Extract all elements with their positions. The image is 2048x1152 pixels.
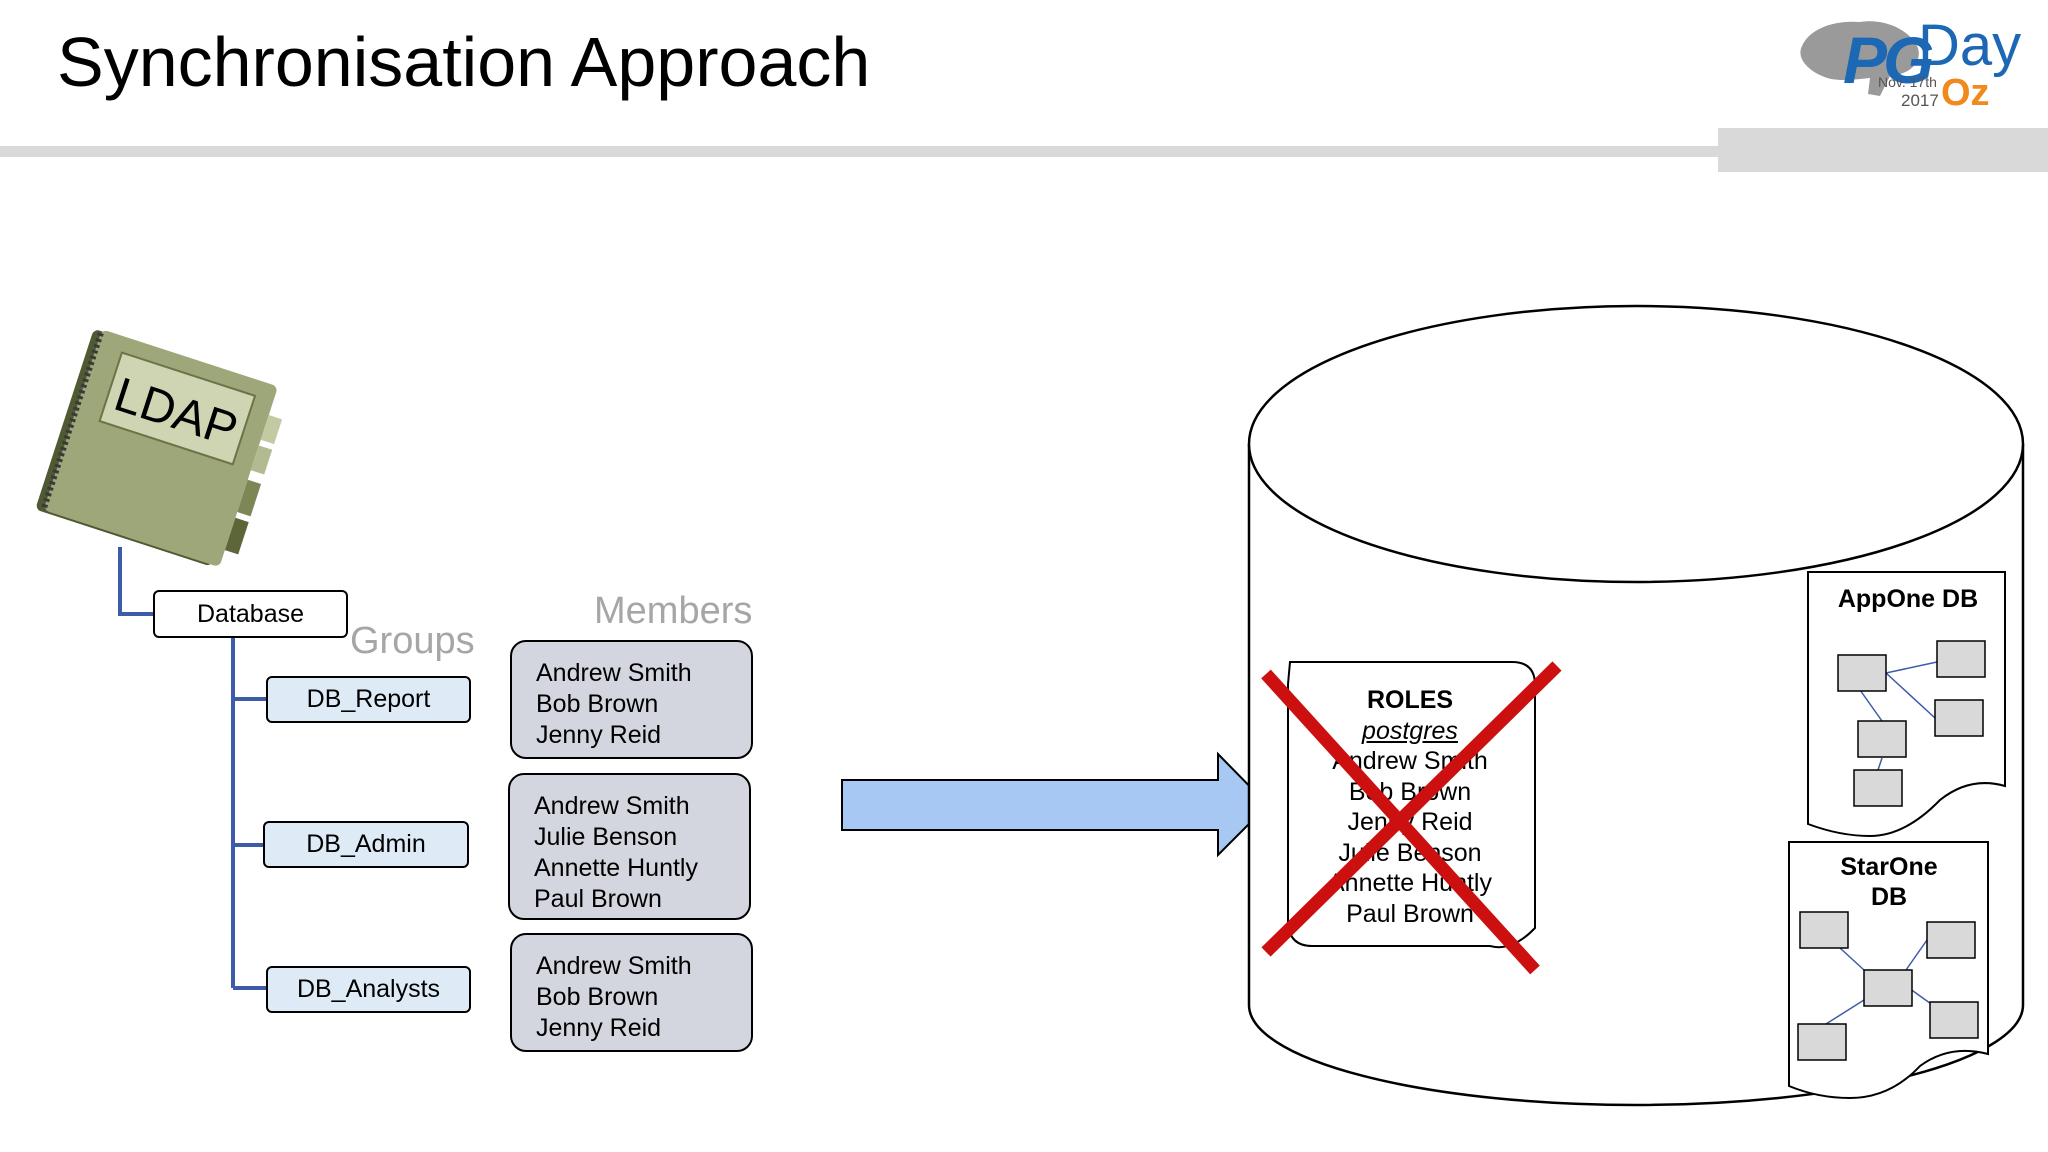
appone-db-schema <box>1859 661 1938 771</box>
groups-heading: Groups <box>350 620 475 662</box>
role-postgres: postgres <box>1362 716 1458 745</box>
member-name: Bob Brown <box>536 983 659 1011</box>
member-name: Andrew Smith <box>536 659 692 687</box>
logo-pg-text: PG <box>1843 23 1934 97</box>
member-name: Andrew Smith <box>536 952 692 980</box>
members-db-report: Andrew Smith Bob Brown Jenny Reid <box>510 640 753 759</box>
header-rule <box>0 146 1718 157</box>
members-db-admin: Andrew Smith Julie Benson Annette Huntly… <box>508 773 751 920</box>
group-db-admin: DB_Admin <box>263 821 469 868</box>
member-name: Paul Brown <box>534 885 662 913</box>
member-name: Andrew Smith <box>534 792 690 820</box>
member-name: Bob Brown <box>536 690 659 718</box>
slide-title: Synchronisation Approach <box>57 23 871 101</box>
member-name: Jenny Reid <box>536 721 662 749</box>
logo-day-text: Day <box>1918 13 2022 78</box>
members-db-analysts: Andrew Smith Bob Brown Jenny Reid <box>510 933 753 1052</box>
logo-year-text: 2017 <box>1901 91 1939 110</box>
member-name: Jenny Reid <box>536 1014 662 1042</box>
pgday-logo-elephant-icon <box>1800 21 1919 96</box>
members-heading: Members <box>594 590 753 632</box>
starone-db-tables <box>1797 911 1979 1061</box>
roles-title: ROLES <box>1366 686 1454 714</box>
group-db-analysts: DB_Analysts <box>266 966 471 1013</box>
logo-date-text: Nov. 17th <box>1878 74 1937 90</box>
ldap-notebook-icon: LDAP <box>36 330 283 566</box>
appone-db-title: AppOne DB <box>1837 585 1979 613</box>
appone-db-tables <box>1837 640 1986 807</box>
role-user: Paul Brown <box>1346 899 1474 928</box>
member-name: Annette Huntly <box>534 854 698 882</box>
ldap-tree-connectors <box>118 547 266 990</box>
member-name: Julie Benson <box>534 823 678 851</box>
logo-oz-text: Oz <box>1941 72 1990 114</box>
sync-arrow <box>841 751 1270 858</box>
group-db-report: DB_Report <box>266 676 471 723</box>
ldap-root-database: Database <box>153 590 348 638</box>
header-rule-tab <box>1718 128 2048 172</box>
